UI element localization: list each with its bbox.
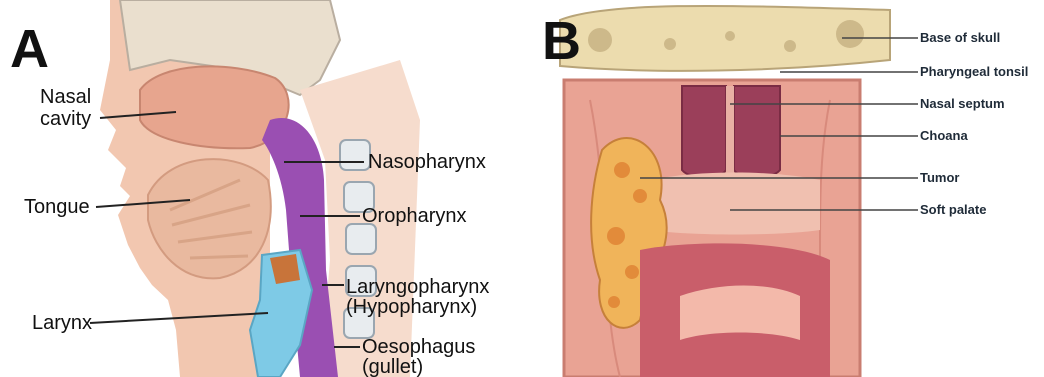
label-oropharynx: Oropharynx	[362, 205, 467, 227]
epiglottis	[680, 286, 800, 341]
label-tumor: Tumor	[920, 170, 959, 185]
label-oesophagus-line1: Oesophagus	[362, 336, 475, 358]
panel-letter-a: A	[10, 22, 49, 76]
label-laryngopharynx-line1: Laryngopharynx	[346, 276, 489, 298]
label-base-of-skull: Base of skull	[920, 30, 1000, 45]
panel-letter-b: B	[542, 14, 581, 68]
soft-palate-shape	[650, 173, 820, 235]
label-choana: Choana	[920, 128, 968, 143]
panel-b-posterior-pharynx: B Base of skull Pharyngeal tonsil Nasal …	[530, 0, 1044, 377]
label-larynx: Larynx	[32, 312, 92, 334]
label-pharyngeal-tonsil: Pharyngeal tonsil	[920, 64, 1028, 79]
posterior-pharynx-illustration	[530, 0, 1044, 377]
label-laryngopharynx-line2: (Hypopharynx)	[346, 296, 477, 318]
label-soft-palate: Soft palate	[920, 202, 986, 217]
nasal-septum-shape	[726, 86, 734, 176]
label-nasal-cavity-line2: cavity	[40, 108, 91, 130]
label-nasal-cavity-line1: Nasal	[40, 86, 91, 108]
label-nasal-septum: Nasal septum	[920, 96, 1005, 111]
panel-a-sagittal-pharynx: A Nasal cavity Tongue Larynx Nasopharynx…	[0, 0, 520, 377]
label-tongue: Tongue	[24, 196, 90, 218]
label-nasopharynx: Nasopharynx	[368, 151, 486, 173]
label-oesophagus-line2: (gullet)	[362, 356, 423, 377]
